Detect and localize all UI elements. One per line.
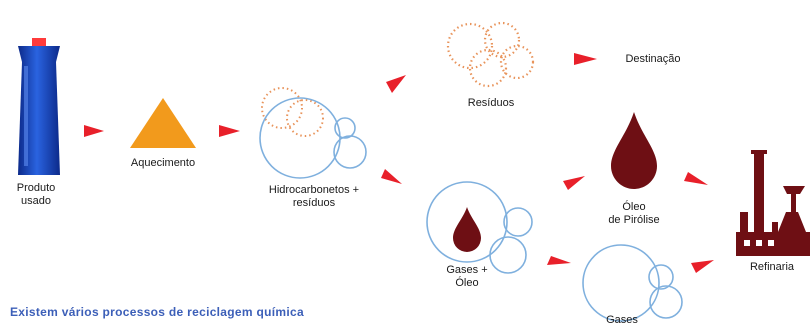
label-pyrolysis-oil: Óleo de Pirólise: [608, 201, 660, 226]
arrow-hydrocarbons-to-gases-oil: [381, 169, 402, 184]
heating-triangle-icon: [130, 98, 196, 148]
arrow-heating-to-hydrocarbons: [219, 125, 240, 137]
gases-icon: [582, 244, 683, 322]
label-used-product: Produto usado: [16, 182, 56, 207]
hydrocarbons-residues-icon: [259, 87, 367, 179]
residues-icon: [446, 21, 535, 88]
arrow-residues-to-destination: [574, 53, 597, 65]
label-destination: Destinação: [625, 53, 681, 65]
label-gases: Gases: [606, 314, 638, 326]
refinery-icon: [736, 150, 810, 256]
arrow-gases-oil-to-pyrolysis: [563, 176, 585, 190]
label-heating: Aquecimento: [130, 157, 196, 169]
label-hydrocarbons-residues: Hidrocarbonetos + resíduos: [268, 184, 360, 209]
arrow-hydrocarbons-to-residues: [386, 75, 406, 93]
used-product-icon: [18, 38, 60, 175]
gases-oil-icon: [426, 181, 533, 274]
label-gases-oil: Gases + Óleo: [446, 264, 488, 289]
arrow-pyrolysis-to-refinery: [684, 172, 708, 185]
arrow-product-to-heating: [84, 125, 104, 137]
arrow-gases-oil-to-gases: [547, 256, 571, 265]
label-residues: Resíduos: [467, 97, 515, 109]
arrow-gases-to-refinery: [691, 260, 714, 273]
label-refinery: Refinaria: [749, 261, 795, 273]
caption: Existem vários processos de reciclagem q…: [10, 305, 304, 319]
pyrolysis-oil-drop-icon: [611, 112, 657, 189]
